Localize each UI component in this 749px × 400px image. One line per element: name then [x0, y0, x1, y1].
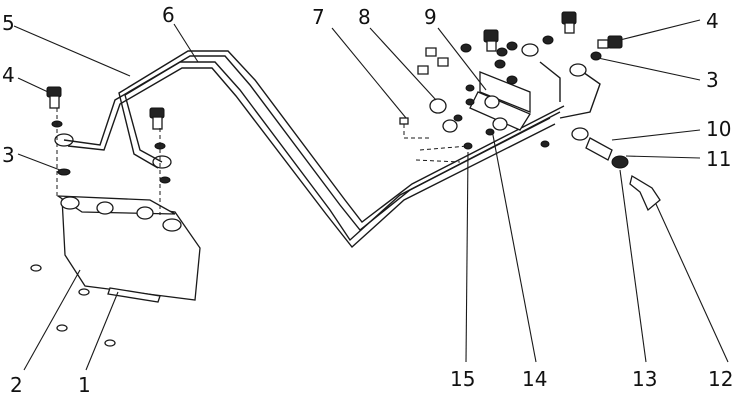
callout-4-left: 4 [2, 63, 15, 87]
callout-12: 12 [708, 367, 733, 391]
callout-15: 15 [450, 367, 475, 391]
oil-pipes [63, 50, 601, 249]
callout-3-right: 3 [706, 68, 719, 92]
callout-2: 2 [10, 373, 23, 397]
callout-labels: 1 2 3 3 4 4 5 6 7 8 9 10 11 12 13 14 15 [2, 3, 733, 397]
callout-6: 6 [162, 3, 175, 27]
callout-5: 5 [2, 11, 15, 35]
oil-cooler-body [55, 195, 201, 303]
callout-11: 11 [706, 147, 731, 171]
callout-4-right: 4 [706, 9, 719, 33]
callout-13: 13 [632, 367, 657, 391]
valve-block [399, 11, 587, 163]
callout-7: 7 [312, 5, 325, 29]
callout-9: 9 [424, 5, 437, 29]
callout-1: 1 [78, 373, 91, 397]
callout-10: 10 [706, 117, 731, 141]
callout-14: 14 [522, 367, 547, 391]
right-fittings [571, 35, 661, 212]
bolts [30, 264, 116, 347]
callout-8: 8 [358, 5, 371, 29]
leader-lines [13, 19, 729, 371]
callout-3-left: 3 [2, 143, 15, 167]
